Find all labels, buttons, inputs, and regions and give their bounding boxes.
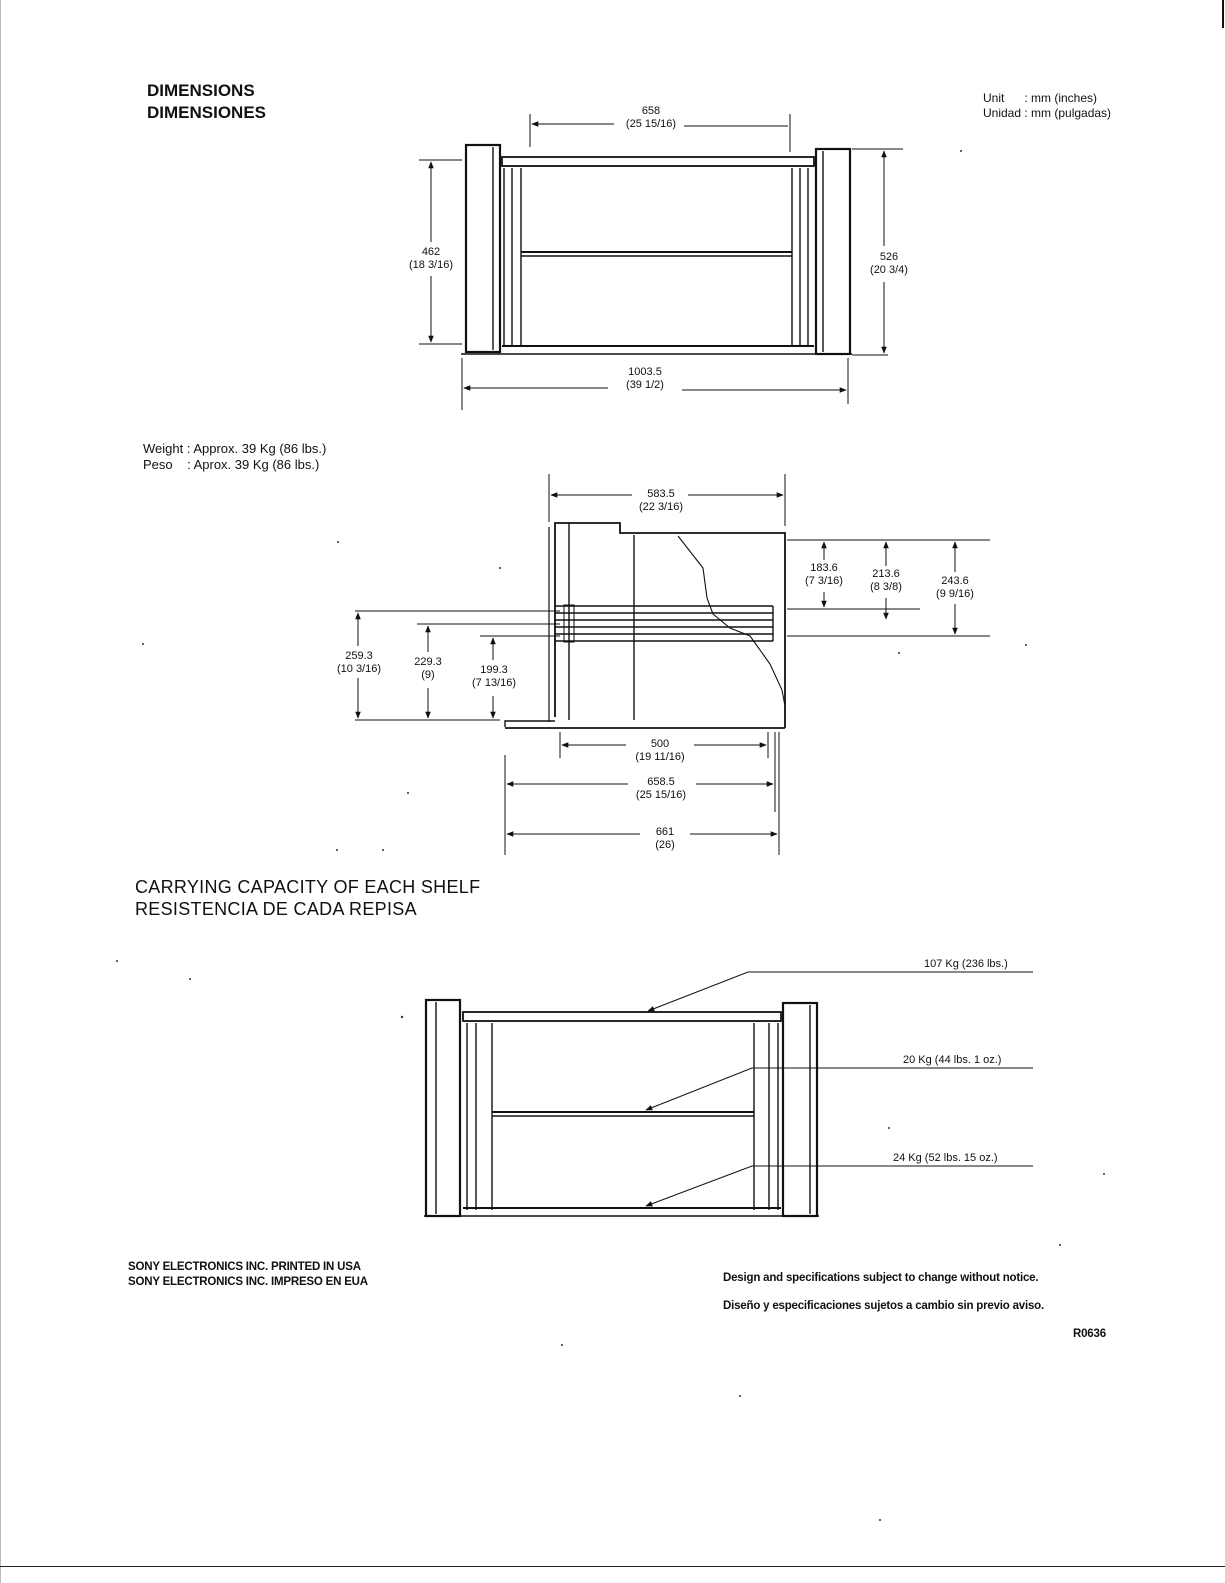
capacity-leader-lines [645, 971, 1033, 1207]
unit-es: Unidad : mm (pulgadas) [983, 106, 1112, 120]
scan-specks [116, 150, 1105, 1521]
front-inner-width: 658 (25 15/16) [625, 105, 677, 130]
capacity-title-es: RESISTENCIA DE CADA REPISA [135, 899, 417, 919]
footer-left-en: SONY ELECTRONICS INC. PRINTED IN USA [128, 1261, 361, 1273]
capacity-bottom-shelf: 24 Kg (52 lbs. 15 oz.) [893, 1152, 998, 1164]
scan-bottom-edge [0, 1566, 1225, 1567]
footer-right-es: Diseño y especificaciones sujetos a camb… [723, 1300, 1044, 1312]
capacity-top-shelf: 107 Kg (236 lbs.) [924, 958, 1008, 970]
front-outer-width: 1003.5 (39 1/2) [626, 366, 664, 391]
side-left-dim-3: 199.3 (7 13/16) [471, 664, 517, 689]
scan-left-edge [0, 0, 1, 1583]
footer-right-en: Design and specifications subject to cha… [723, 1272, 1039, 1284]
scan-right-mark [1222, 0, 1224, 28]
title-dimensions-es: DIMENSIONES [147, 103, 267, 122]
side-right-dim-2: 213.6 (8 3/8) [870, 568, 902, 593]
side-right-dim-1: 183.6 (7 3/16) [805, 562, 843, 587]
document-code: R0636 [1073, 1328, 1106, 1340]
front-inner-height: 462 (18 3/16) [408, 246, 454, 271]
side-left-dim-1: 259.3 (10 3/16) [336, 650, 382, 675]
front-view-drawing [461, 143, 852, 356]
capacity-title-en: CARRYING CAPACITY OF EACH SHELF [135, 877, 481, 897]
capacity-view-drawing [424, 998, 819, 1218]
side-right-dim-3: 243.6 (9 9/16) [936, 575, 974, 600]
side-top-depth: 583.5 (22 3/16) [638, 488, 684, 513]
weight-en: Weight : Approx. 39 Kg (86 lbs.) [143, 441, 327, 456]
title-dimensions-en: DIMENSIONS [147, 81, 255, 100]
side-view-dimension-lines [355, 474, 990, 855]
side-view-drawing [504, 522, 786, 729]
side-left-dim-2: 229.3 (9) [414, 656, 442, 681]
side-bottom-dim-1: 500 (19 11/16) [635, 738, 685, 763]
footer-left-es: SONY ELECTRONICS INC. IMPRESO EN EUA [128, 1276, 368, 1288]
weight-es: Peso : Aprox. 39 Kg (86 lbs.) [143, 457, 320, 472]
front-view-dimension-lines [419, 114, 903, 410]
capacity-middle-shelf: 20 Kg (44 lbs. 1 oz.) [903, 1054, 1002, 1066]
side-bottom-dim-2: 658.5 (25 15/16) [635, 776, 687, 801]
unit-en: Unit : mm (inches) [983, 91, 1098, 105]
side-bottom-dim-3: 661 (26) [655, 826, 675, 851]
front-outer-height: 526 (20 3/4) [870, 251, 908, 276]
